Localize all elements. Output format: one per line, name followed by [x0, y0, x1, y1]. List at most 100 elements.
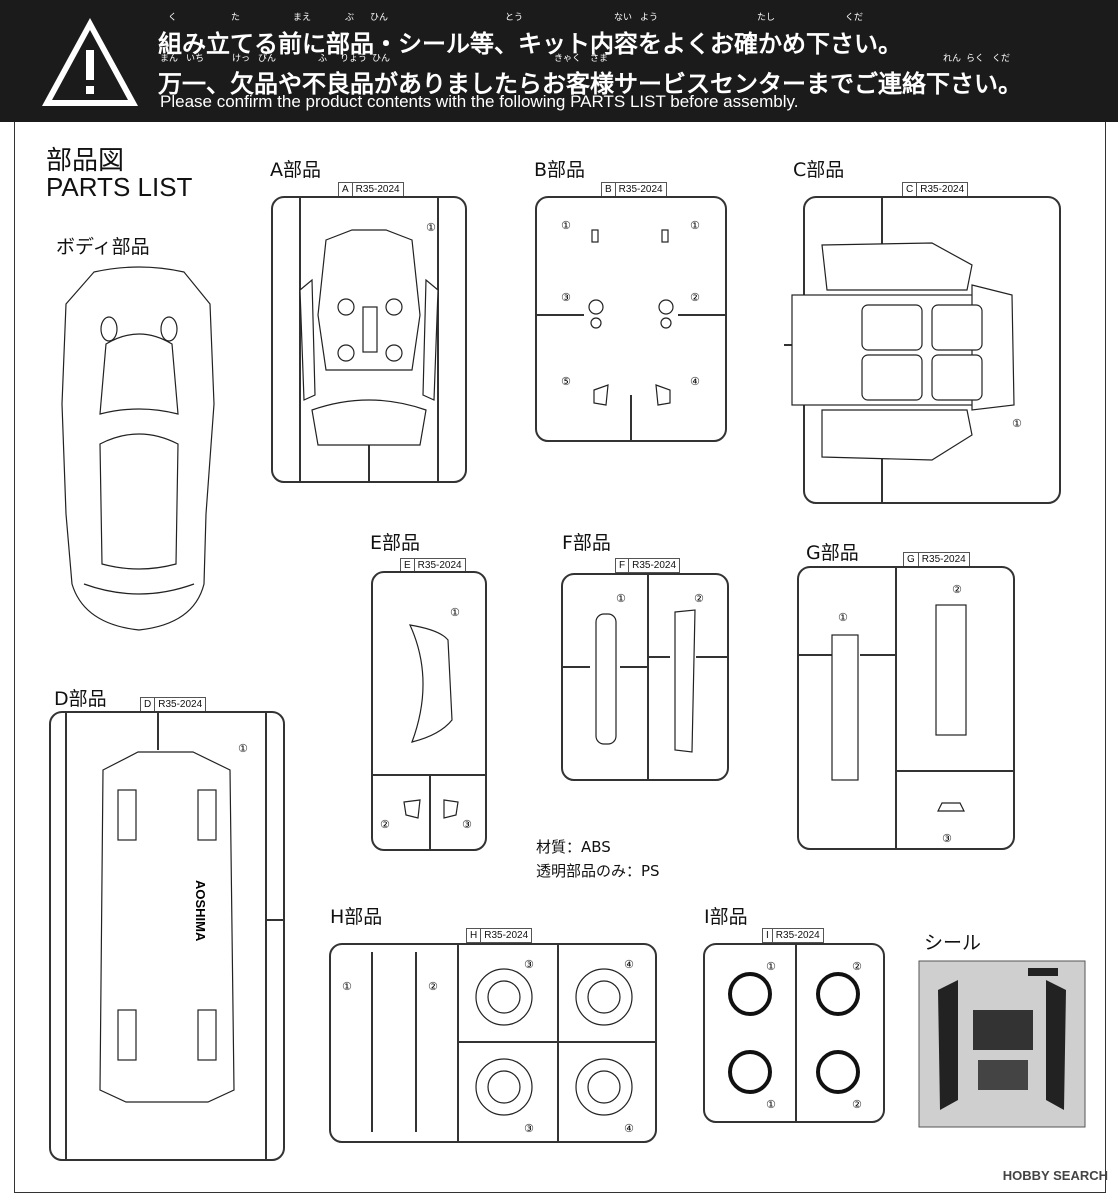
part-number: ②	[690, 291, 700, 304]
furigana: ひん	[372, 54, 391, 64]
part-number: ②	[852, 1098, 862, 1111]
sheet-code: R35-2024	[632, 560, 677, 571]
sheet-letter: G	[904, 553, 919, 566]
part-number: ①	[450, 606, 460, 619]
furigana: ぴん	[258, 54, 277, 64]
furigana: れん	[943, 54, 962, 64]
sheet-f-label: F部品	[562, 532, 611, 554]
furigana: た	[231, 13, 241, 23]
part-number: ①	[426, 221, 436, 234]
furigana: まえ	[293, 13, 312, 23]
furigana: いち	[186, 54, 205, 64]
furigana: とう	[505, 13, 524, 23]
title-en: PARTS LIST	[46, 172, 193, 202]
part-number: ④	[624, 958, 634, 971]
sheet-h-label: H部品	[330, 906, 383, 928]
furigana: らく	[966, 54, 985, 64]
header-line-2: 万一、欠品や不良品がありましたらお客様サービスセンターまでご連絡下さい。	[158, 70, 1022, 98]
sheet-e-label: E部品	[370, 532, 421, 554]
part-number: ③	[942, 832, 952, 845]
warning-triangle-icon	[42, 18, 138, 106]
part-number: ①	[766, 960, 776, 973]
part-number: ③	[462, 818, 472, 831]
material-abs: 材質：ABS	[536, 838, 611, 856]
part-number: ①	[766, 1098, 776, 1111]
seal-label: シール	[924, 932, 982, 954]
furigana: くだ	[992, 54, 1011, 64]
material-ps: 透明部品のみ：PS	[536, 862, 660, 880]
sheet-code: R35-2024	[484, 930, 529, 941]
car-body-drawing	[61, 266, 215, 631]
sheet-b-runner: ① ① ② ③ ④ ⑤	[535, 196, 727, 442]
warning-banner: く た まえ ぶ ひん とう ない よう たし くだ 組み立てる前に部品・シール…	[0, 0, 1118, 122]
part-number: ⑤	[561, 375, 571, 388]
body-parts-label: ボディ部品	[56, 236, 150, 258]
furigana: きゃく	[554, 54, 582, 64]
part-number: ①	[238, 742, 248, 755]
sheet-i-runner: ① ② ① ②	[703, 943, 885, 1123]
sheet-letter: A	[339, 183, 353, 196]
furigana: さま	[590, 54, 609, 64]
sheet-code: R35-2024	[921, 554, 966, 565]
part-number: ①	[342, 980, 352, 993]
sheet-code: R35-2024	[775, 930, 820, 941]
sheet-h-runner: ① ② ③ ④ ③ ④	[329, 943, 657, 1143]
sheet-d-runner: AOSHIMA ①	[49, 711, 285, 1161]
sheet-letter: C	[903, 183, 918, 196]
part-number: ②	[428, 980, 438, 993]
part-number: ④	[624, 1122, 634, 1135]
part-number: ②	[952, 583, 962, 596]
page-frame	[14, 122, 1106, 1193]
header-line-1: 組み立てる前に部品・シール等、キット内容をよくお確かめ下さい。	[158, 30, 902, 58]
sheet-letter: I	[763, 929, 773, 942]
sheet-i-label: I部品	[704, 906, 748, 928]
decal-sheet-image	[918, 960, 1086, 1128]
furigana: くだ	[845, 13, 864, 23]
part-number: ②	[852, 960, 862, 973]
furigana: く	[168, 13, 178, 23]
part-number: ①	[838, 611, 848, 624]
part-number: ①	[616, 592, 626, 605]
furigana: ひん	[370, 13, 389, 23]
furigana: たし	[757, 13, 776, 23]
sheet-g-label: G部品	[806, 542, 859, 564]
sheet-letter: H	[467, 929, 482, 942]
sheet-c-runner: ①	[784, 196, 1061, 504]
sheet-code: R35-2024	[158, 699, 203, 710]
sheet-b-label: B部品	[534, 159, 586, 181]
sheet-code: R35-2024	[355, 184, 400, 195]
part-number: ①	[1012, 417, 1022, 430]
furigana: ない	[614, 13, 633, 23]
part-number: ①	[561, 219, 571, 232]
sheet-code: R35-2024	[417, 560, 462, 571]
sheet-letter: E	[401, 559, 415, 572]
part-number: ③	[561, 291, 571, 304]
sheet-e-runner: ① ② ③	[371, 571, 487, 851]
part-number: ③	[524, 958, 534, 971]
sheet-a-runner: ①	[271, 196, 467, 483]
aoshima-logo-text: AOSHIMA	[193, 880, 208, 942]
sheet-f-runner: ① ②	[561, 573, 729, 781]
sheet-letter: F	[616, 559, 630, 572]
part-number: ①	[690, 219, 700, 232]
sheet-code: R35-2024	[920, 184, 965, 195]
header-line-3: Please confirm the product contents with…	[160, 92, 799, 111]
sheet-d-label: D部品	[54, 688, 107, 710]
part-number: ④	[690, 375, 700, 388]
furigana: よう	[640, 13, 659, 23]
sheet-letter: D	[141, 698, 156, 711]
furigana: けっ	[232, 54, 251, 64]
sheet-code: R35-2024	[618, 184, 663, 195]
furigana: りょう	[340, 54, 368, 64]
part-number: ②	[380, 818, 390, 831]
part-number: ③	[524, 1122, 534, 1135]
furigana: ぶ	[345, 13, 355, 23]
title-jp: 部品図	[46, 145, 125, 175]
sheet-a-label: A部品	[270, 159, 321, 181]
sheet-letter: B	[602, 183, 616, 196]
furigana: まん	[160, 54, 179, 64]
